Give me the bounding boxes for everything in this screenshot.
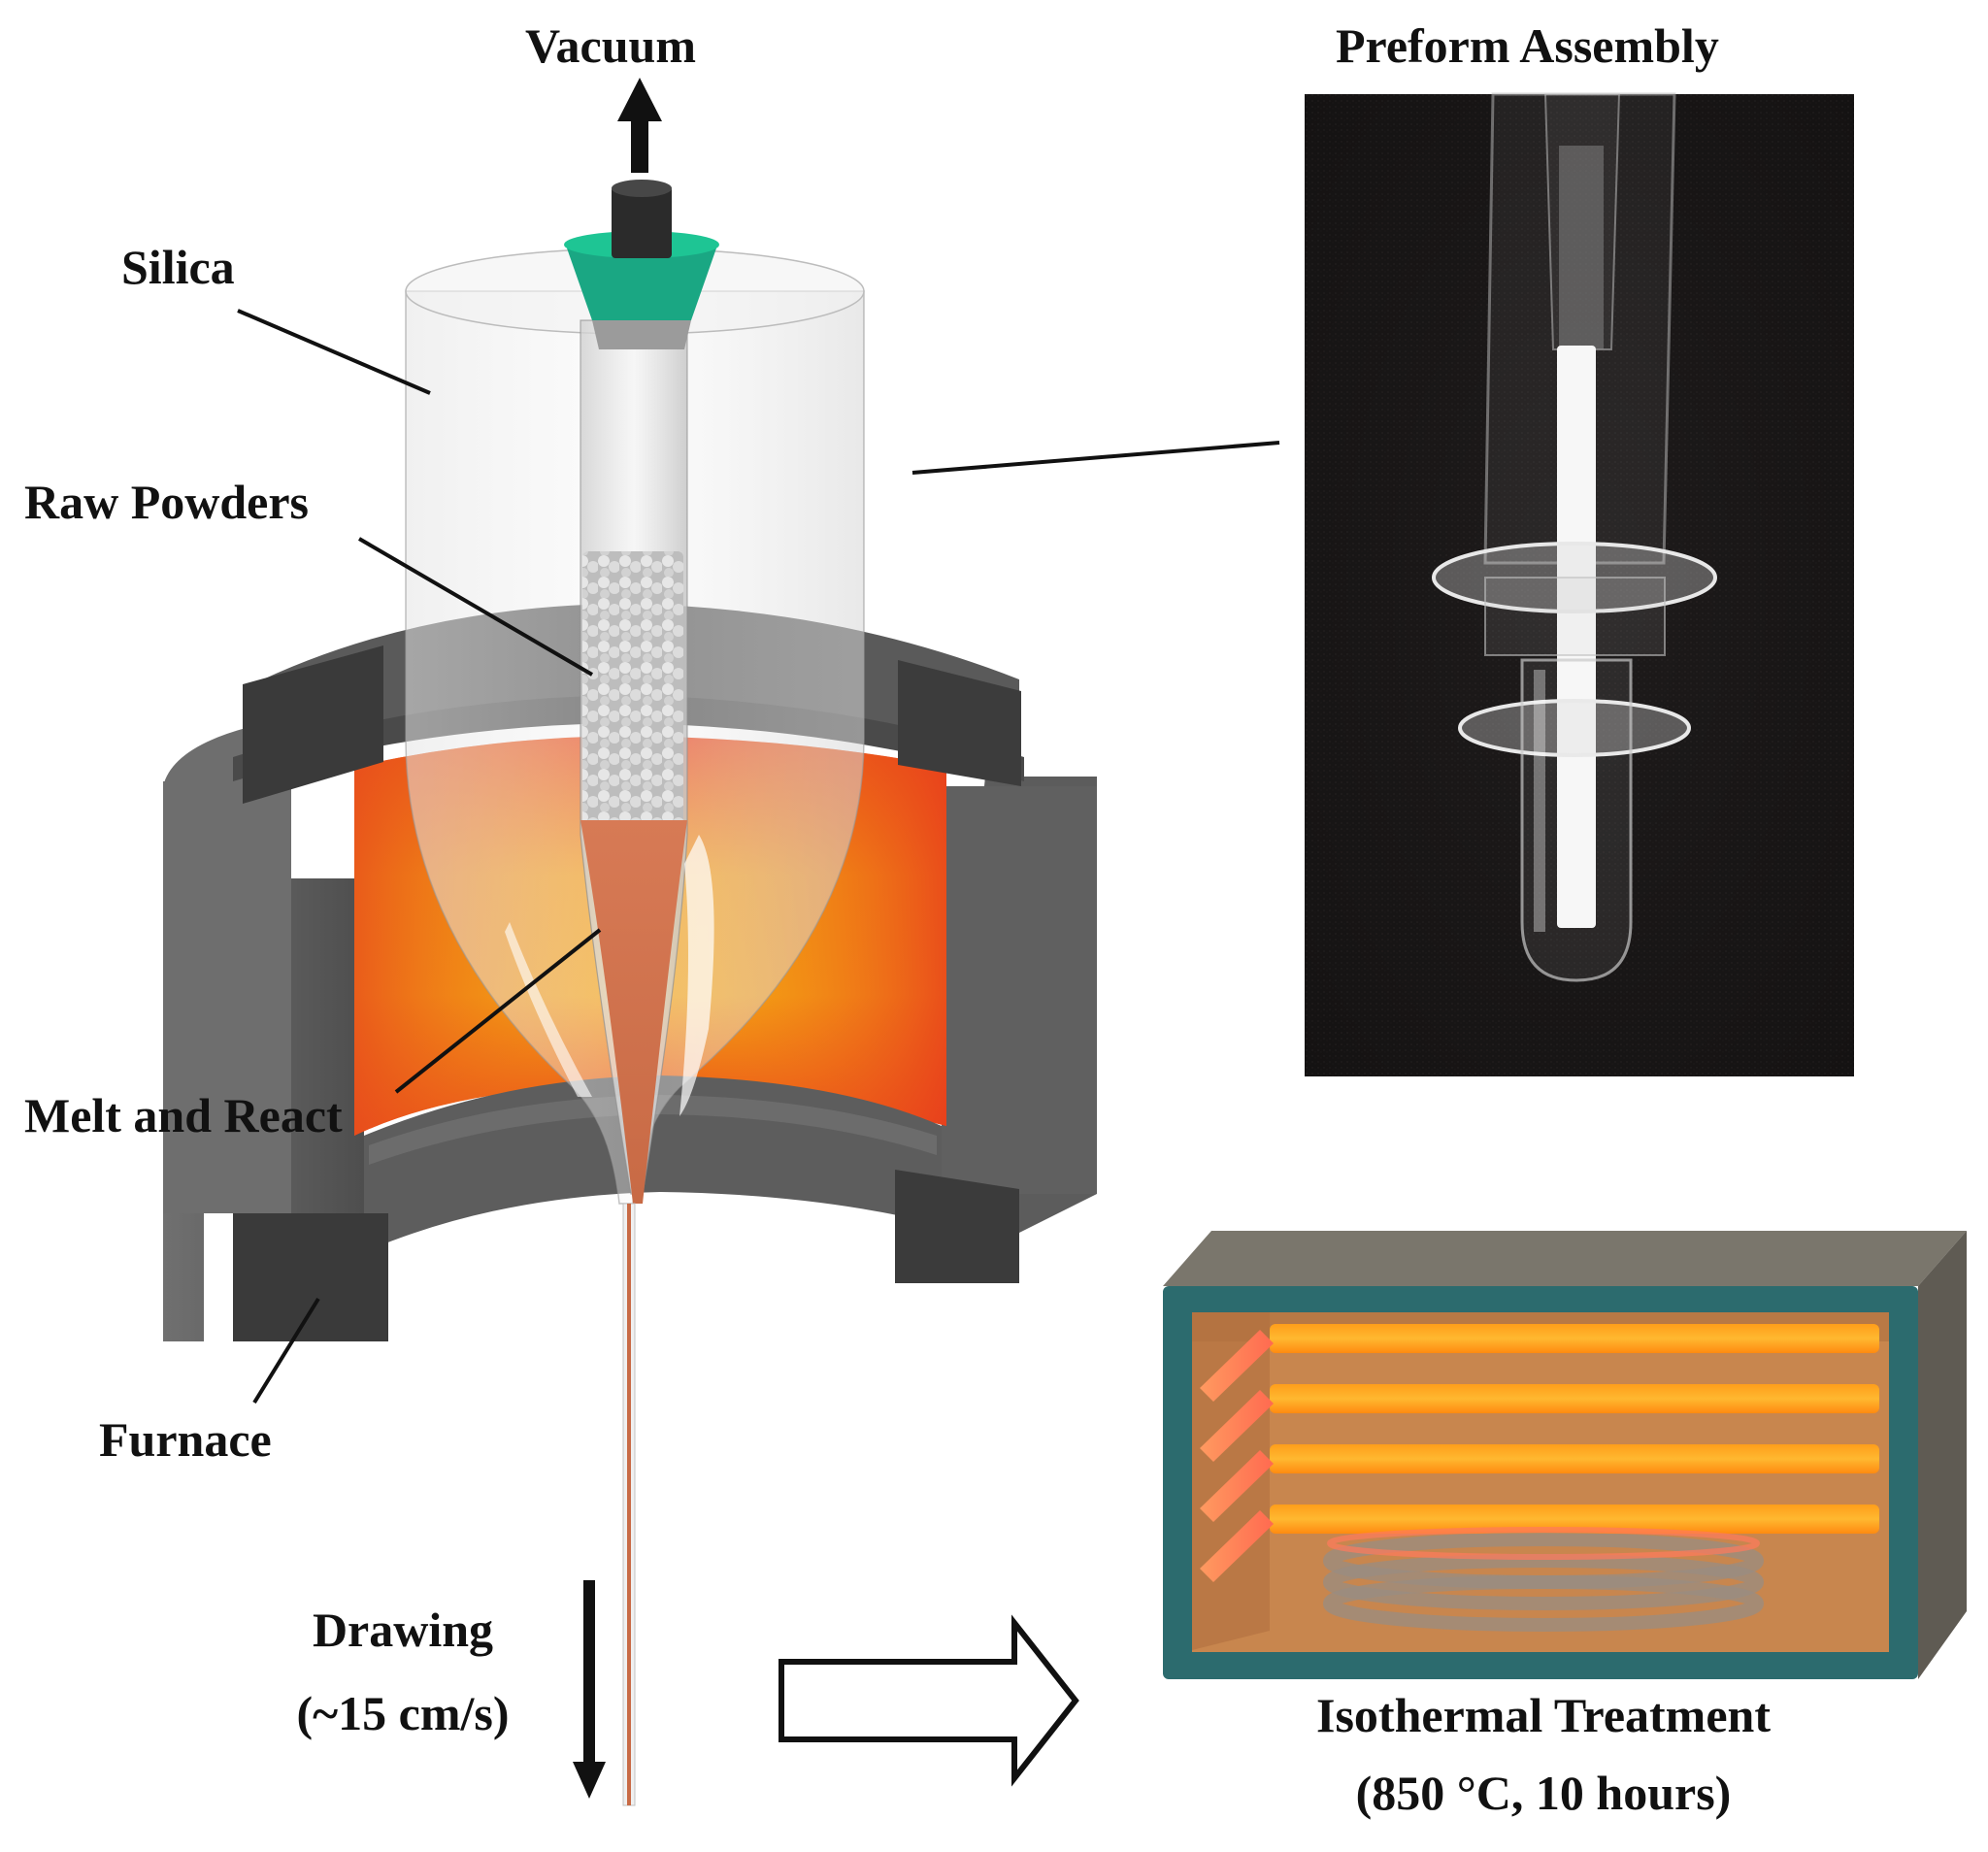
furnace-top-left-block bbox=[243, 645, 383, 804]
oven-shell-side bbox=[1918, 1231, 1967, 1679]
furnace-right-face bbox=[942, 786, 1097, 1194]
photo-collar bbox=[1484, 577, 1666, 656]
furnace-bottom-ledge-top bbox=[369, 1095, 937, 1165]
preform-assembly-label: Preform Assembly bbox=[1336, 18, 1719, 73]
melt-and-react-label: Melt and React bbox=[24, 1088, 343, 1142]
raw-powders-label: Raw Powders bbox=[24, 475, 310, 529]
photo-tube-highlight bbox=[1534, 670, 1545, 932]
isothermal-treatment-label: Isothermal Treatment bbox=[1316, 1688, 1771, 1742]
drawing-arrow bbox=[573, 1580, 606, 1799]
photo-white-rod bbox=[1557, 346, 1596, 928]
fiber-coil bbox=[1323, 1533, 1764, 1632]
vacuum-arrow bbox=[617, 78, 662, 173]
process-flow-arrow bbox=[779, 1614, 1079, 1787]
photo-lower-tube bbox=[1520, 658, 1633, 982]
vacuum-label: Vacuum bbox=[525, 18, 696, 73]
vacuum-port bbox=[564, 180, 719, 349]
melt-cone bbox=[580, 820, 687, 1204]
silica-label: Silica bbox=[121, 240, 235, 294]
oven-interior bbox=[1192, 1312, 1889, 1652]
raw-powders-leader-line bbox=[357, 537, 594, 677]
raw-powders-column bbox=[582, 551, 683, 825]
vacuum-stopper-plug bbox=[592, 320, 691, 349]
melt-and-react-leader-line bbox=[394, 928, 602, 1094]
silica-leader-line bbox=[237, 309, 431, 395]
furnace-label: Furnace bbox=[99, 1412, 272, 1467]
drawing-label: Drawing bbox=[312, 1603, 494, 1657]
heating-bar-2 bbox=[1270, 1384, 1879, 1413]
preform-assembly-photo bbox=[1305, 92, 1854, 1076]
vacuum-stopper bbox=[565, 243, 718, 320]
heating-bar-1 bbox=[1270, 1324, 1879, 1353]
heating-bar-3 bbox=[1270, 1444, 1879, 1473]
leader-lines bbox=[237, 309, 1280, 1405]
heating-coil-ends bbox=[1200, 1330, 1274, 1582]
vacuum-nozzle bbox=[612, 186, 672, 258]
vacuum-nozzle-opening bbox=[612, 180, 672, 197]
furnace-bottom-left-block bbox=[233, 1213, 388, 1341]
isothermal-conditions-label: (850 °C, 10 hours) bbox=[1355, 1766, 1732, 1820]
drawing-speed-label: (~15 cm/s) bbox=[296, 1686, 510, 1740]
photo-powder-grains bbox=[1559, 146, 1604, 349]
drawn-fiber-core bbox=[627, 1204, 631, 1805]
preform-assembly-leader-line bbox=[911, 441, 1280, 475]
oven-shell-top bbox=[1163, 1231, 1967, 1286]
furnace-leader-line bbox=[252, 1297, 320, 1405]
glass-highlight-left bbox=[505, 922, 592, 1097]
furnace-bottom-right-block bbox=[895, 1170, 1019, 1283]
furnace-outer-wall bbox=[163, 718, 291, 1213]
glass-highlight-right bbox=[679, 835, 714, 1116]
isothermal-oven bbox=[1163, 1231, 1967, 1679]
heating-bar-4 bbox=[1270, 1505, 1879, 1534]
furnace-top-right-block bbox=[898, 660, 1021, 786]
